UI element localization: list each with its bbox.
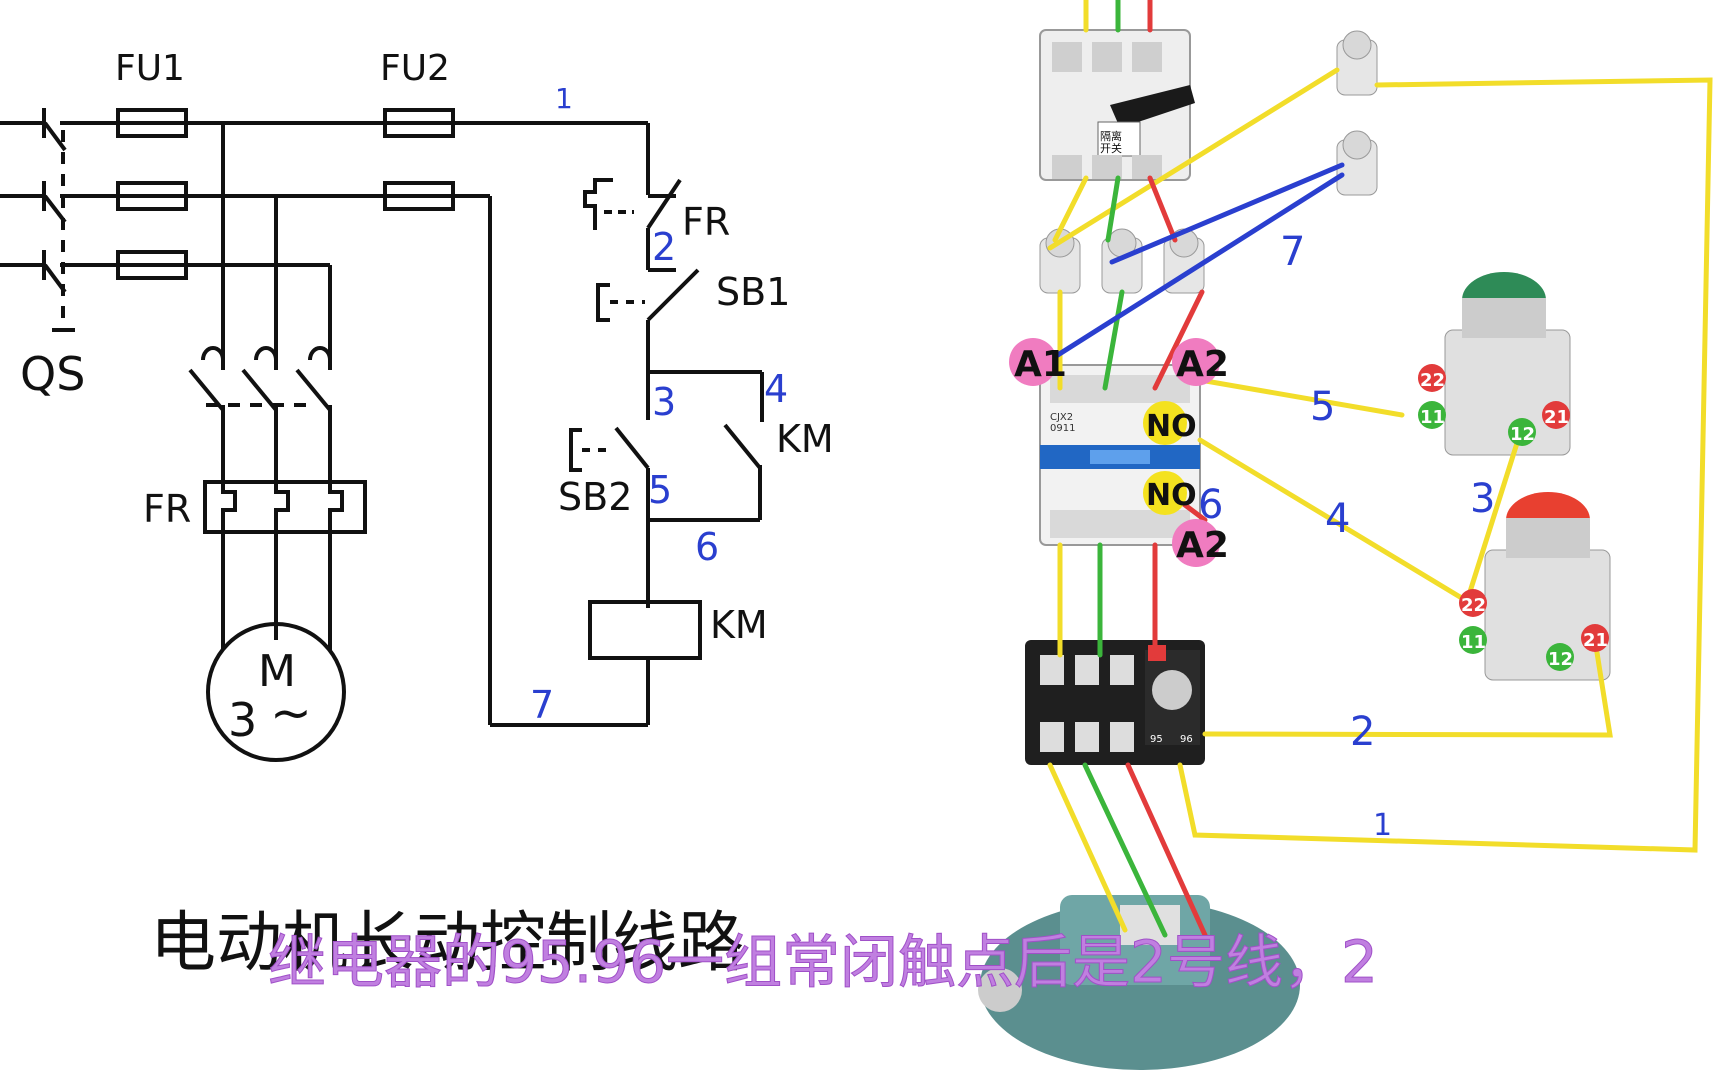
yellow-wire-1 [1177,77,1713,853]
start-button-sb2 [569,426,650,472]
schematic-labels: FU1 FU2 QS FR FR SB1 SB2 KM KM M 3 ~ 1 2… [20,48,834,747]
overload-control-label: FR [682,200,730,244]
green-wire-feed [1082,0,1168,938]
wiring-wire-4: 4 [1325,496,1350,542]
overload-relay-device: 95 96 [1025,640,1205,765]
diagram-title: 电动机长动控制线路 [150,904,744,981]
badge-a2-top: A2 [1176,344,1229,385]
motor-letter: M [258,646,296,697]
start-button-label: SB2 [558,475,632,519]
btn-top-22: 22 [1420,370,1445,391]
motor-device [978,895,1300,1070]
schematic-wire-4: 4 [764,367,788,411]
relay-95-label: 95 [1150,734,1163,745]
badge-no-top: NO [1146,409,1197,444]
btn-bottom-11: 11 [1461,632,1486,653]
wiring-wire-1: 1 [1373,808,1392,843]
isolator-label: QS [20,347,85,401]
aux-contact-label: KM [776,417,834,461]
wiring-wire-7: 7 [1280,229,1305,275]
badge-a1: A1 [1014,344,1067,385]
wiring-wire-2: 2 [1350,709,1375,755]
stop-button-label: SB1 [716,270,790,314]
schematic-wire-7: 7 [530,683,554,727]
btn-top-12: 12 [1510,424,1535,445]
btn-bottom-21: 21 [1583,630,1608,651]
schematic-wire-1: 1 [555,82,573,115]
schematic-wire-2: 2 [652,225,676,269]
btn-bottom-12: 12 [1548,649,1573,670]
overload-power-label: FR [143,487,191,531]
overload-relay-power [203,480,367,534]
wiring-wire-5: 5 [1310,384,1335,430]
schematic-wire-5: 5 [648,468,672,512]
yellow-wire-4 [1197,437,1468,603]
red-wire-feed [1125,0,1208,938]
schematic-wire-6: 6 [695,525,719,569]
km-coil [588,600,702,660]
km-main-contacts [188,346,332,412]
btn-top-21: 21 [1544,407,1569,428]
yellow-wire-5 [1197,377,1405,418]
blue-wire-7 [1039,172,1345,368]
schematic [0,108,764,762]
motor-symbol [206,622,346,762]
yellow-wire-feed [1047,0,1128,933]
btn-bottom-22: 22 [1461,595,1486,616]
schematic-wire-3: 3 [652,380,676,424]
badge-a2-bottom: A2 [1176,525,1229,566]
button-bottom-terminals: 22 11 12 21 [1459,589,1609,671]
fuse-holder-top-1 [1336,30,1378,96]
blue-wire-fuse [1109,162,1345,265]
button-top-terminals: 22 11 12 21 [1418,364,1570,446]
fuse-fu2 [383,108,455,211]
green-button-device [1444,272,1571,456]
fuse2-label: FU2 [380,48,450,89]
caption-subtitle: 继电器的95.96一组常闭触点后是2号线，2 [268,928,1378,996]
isolator-switch-device: 隔离开关 [1039,29,1195,181]
yellow-wire-top-fuse [1047,67,1340,251]
yellow-wire-3 [1465,437,1521,601]
motor-ac-symbol: ~ [270,684,312,742]
km-aux-contact [723,423,762,520]
fuse-fu1 [116,108,188,280]
btn-top-11: 11 [1420,407,1445,428]
isolator-qs [0,108,75,332]
red-button-device [1484,492,1611,681]
overload-contact-control [583,178,682,230]
contactor-badges: A1 A2 NO NO A2 [1009,338,1229,567]
badge-no-bottom: NO [1146,478,1197,513]
yellow-wire-2 [1202,637,1613,738]
coil-label: KM [710,603,768,647]
stop-button-sb1 [596,268,700,322]
isolator-switch-label: 隔离开关 [1100,129,1122,155]
fuse1-label: FU1 [115,48,185,89]
relay-96-label: 96 [1180,734,1193,745]
wiring-wire-3: 3 [1470,476,1495,522]
motor-phase: 3 [228,693,257,747]
